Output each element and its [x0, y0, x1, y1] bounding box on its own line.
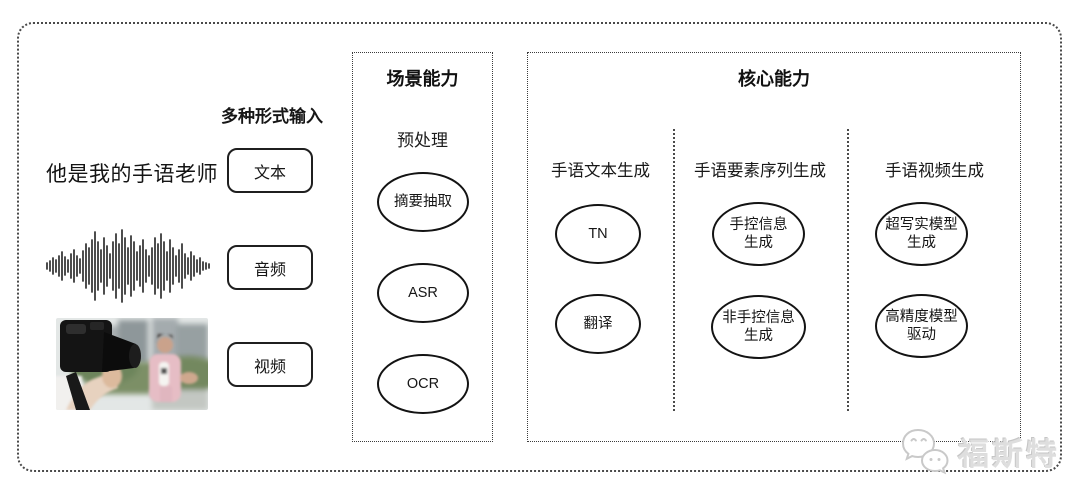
node-ocr: OCR	[377, 354, 469, 414]
node-translation: 翻译	[555, 294, 641, 354]
video-thumbnail-image	[56, 318, 208, 410]
scene-capability-panel: 场景能力 预处理 摘要抽取 ASR OCR	[352, 52, 493, 442]
node-asr: ASR	[377, 263, 469, 323]
column-divider	[673, 129, 675, 411]
column-header-element-sequence-generation: 手语要素序列生成	[694, 162, 826, 180]
sample-sentence-text: 他是我的手语老师	[46, 163, 218, 186]
input-section-label: 多种形式输入	[221, 107, 323, 126]
node-tn: TN	[555, 204, 641, 264]
node-summary-extraction: 摘要抽取	[377, 172, 469, 232]
node-high-precision-model-driving: 高精度模型 驱动	[875, 294, 968, 358]
scene-panel-title: 场景能力	[386, 69, 459, 89]
input-type-video-box: 视频	[227, 342, 313, 387]
core-panel-title: 核心能力	[738, 69, 810, 89]
audio-waveform-image	[46, 229, 210, 303]
input-type-audio-box: 音频	[227, 245, 313, 290]
watermark: 福斯特	[898, 422, 1060, 480]
column-divider	[847, 129, 849, 411]
column-header-text-generation: 手语文本生成	[551, 162, 650, 180]
column-header-video-generation: 手语视频生成	[885, 162, 984, 180]
watermark-text: 福斯特	[958, 436, 1060, 472]
node-manual-info-generation: 手控信息 生成	[712, 202, 805, 266]
preprocess-label: 预处理	[397, 131, 448, 150]
wechat-icon	[901, 428, 949, 475]
core-capability-panel: 核心能力 手语文本生成 手语要素序列生成 手语视频生成 TN 翻译 手控信息 生…	[527, 52, 1021, 442]
input-type-text-box: 文本	[227, 148, 313, 193]
node-hyperrealistic-model-generation: 超写实模型 生成	[875, 202, 968, 266]
outer-dotted-border	[17, 22, 1062, 472]
node-non-manual-info-generation: 非手控信息 生成	[711, 295, 806, 359]
